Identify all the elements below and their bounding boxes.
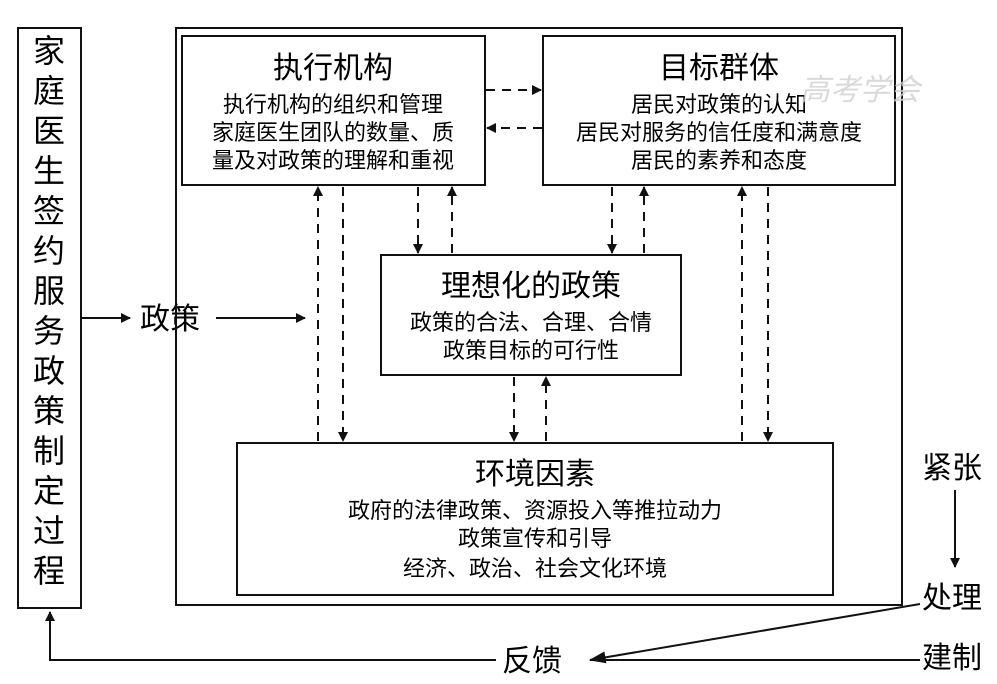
- environment-line: 经济、政治、社会文化环境: [403, 557, 667, 582]
- target-group-line: 居民的素养和态度: [631, 149, 807, 174]
- vert-char: 医: [33, 112, 65, 150]
- system-box: [175, 27, 903, 606]
- vert-char: 政: [33, 352, 65, 390]
- target-group-line: 居民对服务的信任度和满意度: [576, 121, 862, 146]
- executing-agency-line: 家庭医生团队的数量、质: [212, 121, 454, 146]
- processing-label: 处理: [922, 581, 982, 616]
- environment-box: [236, 442, 834, 596]
- policy-process-text: 家 庭 医 生 签 约 服 务 政 策 制 定 过 程: [33, 32, 65, 590]
- environment-line: 政策宣传和引导: [458, 527, 612, 552]
- arrow-feedback-to-process: [45, 611, 496, 661]
- feedback-label: 反馈: [502, 644, 562, 679]
- tension-label: 紧张: [922, 451, 982, 486]
- vert-char: 定: [33, 472, 65, 510]
- environment-title: 环境因素: [475, 457, 595, 492]
- vert-char: 策: [33, 392, 65, 430]
- idealized-policy-box: [380, 254, 682, 376]
- vert-char: 程: [33, 552, 65, 590]
- idealized-policy-line: 政策的合法、合理、合情: [410, 311, 652, 336]
- watermark-logo: 高考学会: [800, 73, 923, 108]
- vert-char: 过: [33, 512, 65, 550]
- target-group-box: [542, 35, 896, 186]
- vert-char: 庭: [33, 72, 65, 110]
- vert-char: 制: [33, 432, 65, 470]
- executing-agency-box: [181, 35, 486, 186]
- executing-agency-title: 执行机构: [273, 51, 393, 86]
- vert-char: 务: [33, 312, 65, 350]
- vert-char: 家: [33, 32, 65, 70]
- input-policy-label: 政策: [140, 302, 200, 337]
- target-group-line: 居民对政策的认知: [631, 93, 807, 118]
- establish-label: 建制: [922, 641, 982, 676]
- target-group-title: 目标群体: [659, 51, 779, 86]
- vert-char: 生: [33, 152, 65, 190]
- environment-line: 政府的法律政策、资源投入等推拉动力: [348, 499, 722, 524]
- executing-agency-line: 执行机构的组织和管理: [223, 93, 443, 118]
- idealized-policy-line: 政策目标的可行性: [443, 339, 619, 364]
- idealized-policy-title: 理想化的政策: [441, 269, 621, 304]
- arrow-processing-to-feedback: [588, 603, 921, 664]
- vert-char: 签: [33, 192, 65, 230]
- vert-char: 服: [33, 272, 65, 310]
- executing-agency-line: 量及对政策的理解和重视: [212, 149, 454, 174]
- vert-char: 约: [33, 232, 65, 270]
